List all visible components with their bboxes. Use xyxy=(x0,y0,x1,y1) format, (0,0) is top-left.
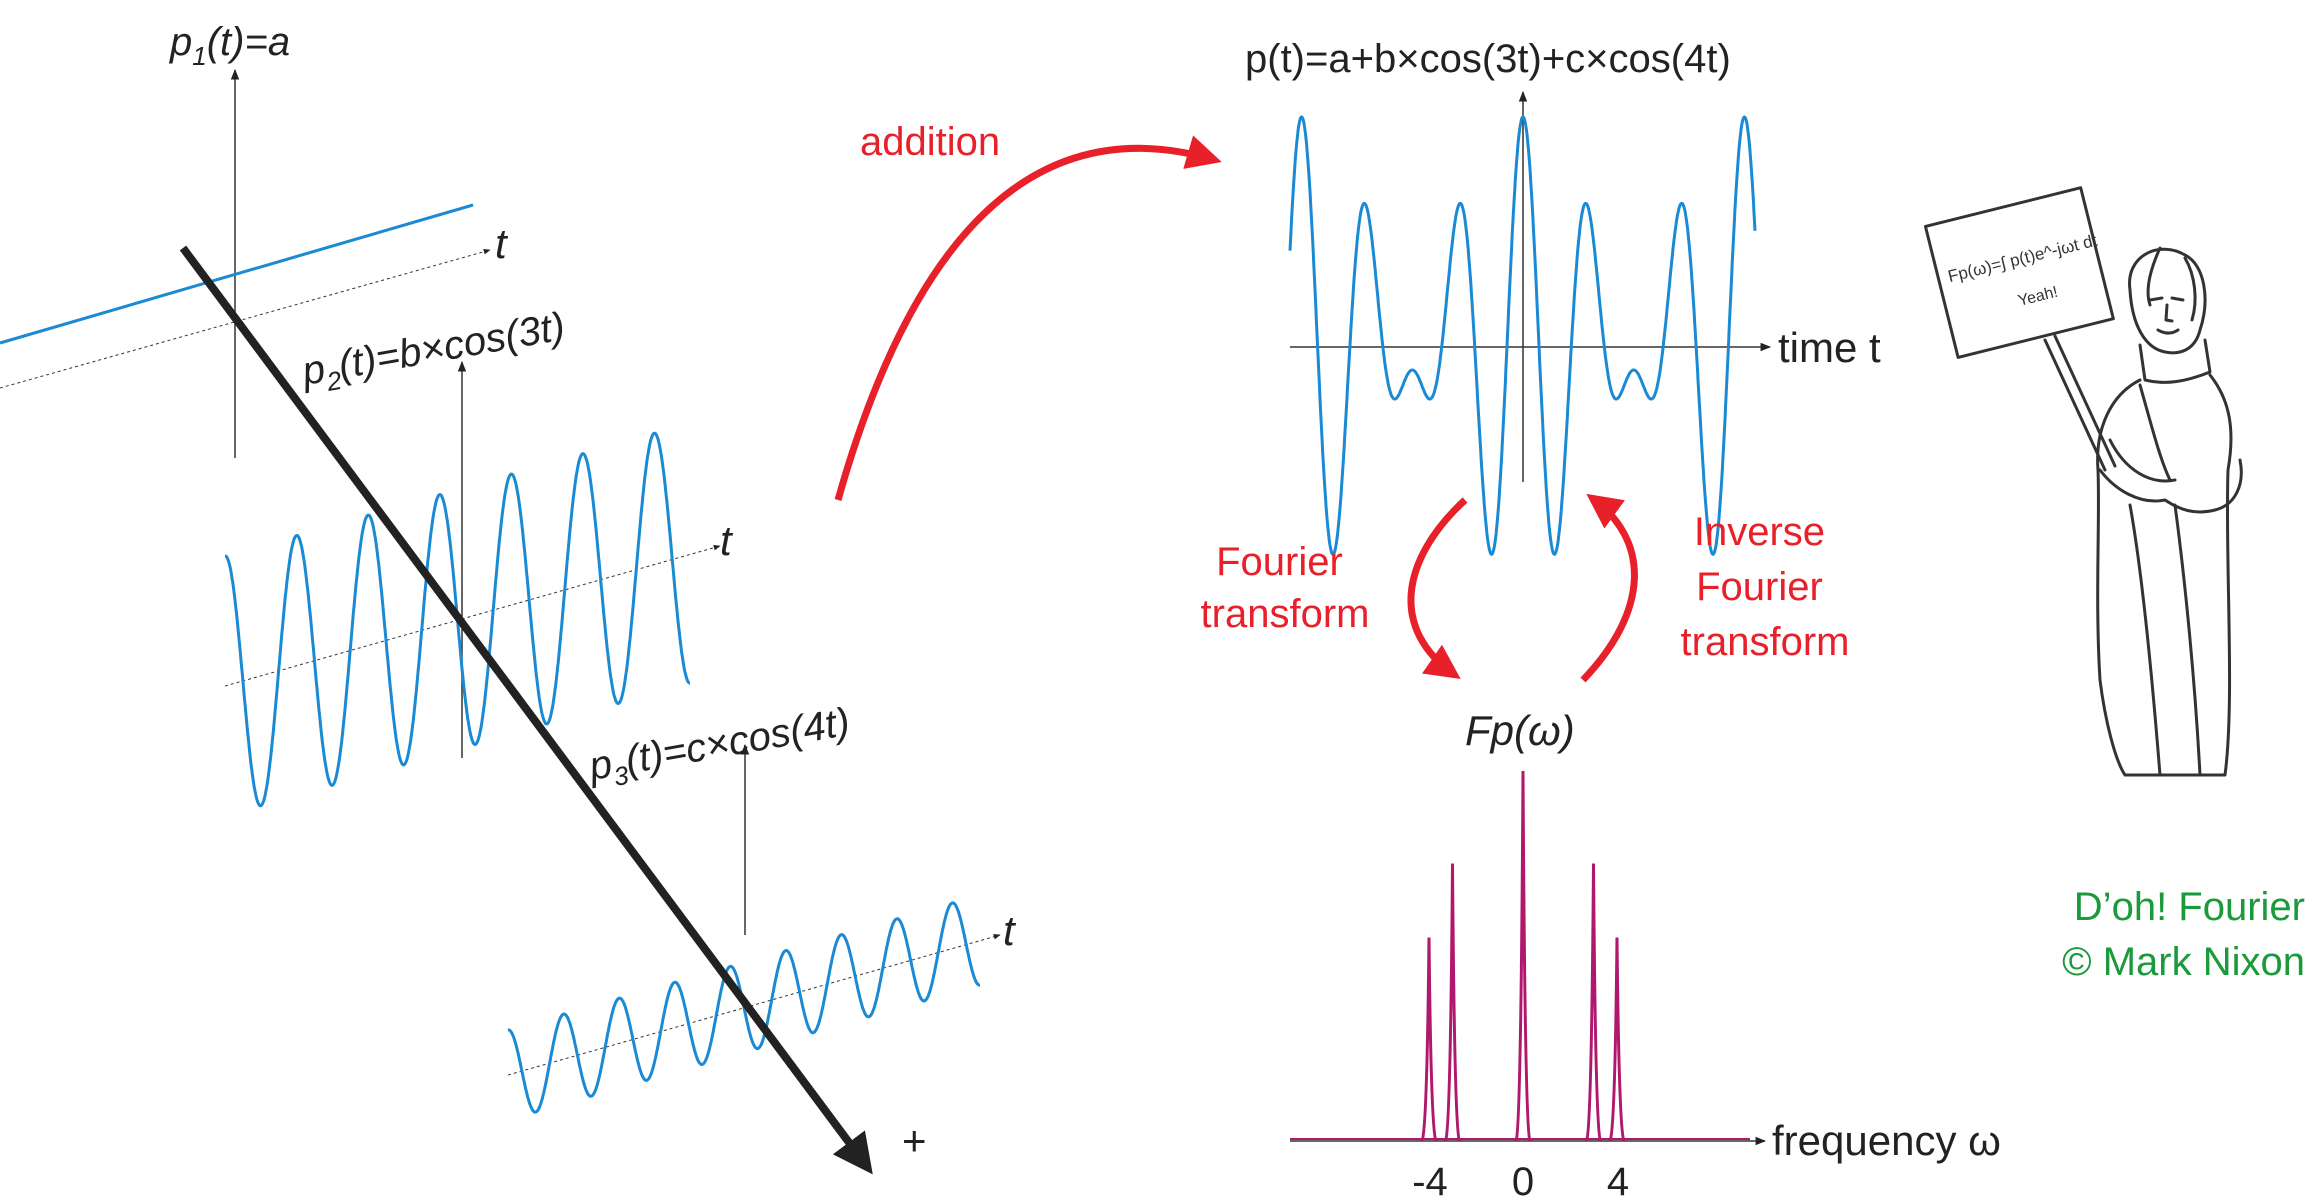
spectrum-plot xyxy=(1290,770,1750,1142)
p2-t-axis xyxy=(224,545,721,687)
spectrum-peak xyxy=(1608,937,1626,1142)
spectrum-peak xyxy=(1585,863,1602,1142)
p2-label: p2(t)=b×cos(3t) xyxy=(298,304,569,401)
tick-label-neg4: -4 xyxy=(1412,1160,1448,1196)
fourier-transform-label: Fourier transform xyxy=(1201,540,1370,636)
spectrum-peak xyxy=(1514,770,1532,1142)
frequency-axis-label: frequency ω xyxy=(1772,1117,2001,1164)
credit-line-2: © Mark Nixon xyxy=(2062,940,2305,984)
p1-constant-signal xyxy=(0,203,474,345)
p3-label: p3(t)=c×cos(4t) xyxy=(585,700,854,796)
inverse-fourier-transform-label: Inverse Fourier transform xyxy=(1681,510,1850,664)
summation-arrow xyxy=(179,245,873,1175)
addition-arrow xyxy=(834,135,1222,501)
sum-title: p(t)=a+b×cos(3t)+c×cos(4t) xyxy=(1245,37,1731,81)
p1-label: p1(t)=a xyxy=(169,20,290,71)
p2-t-label: t xyxy=(720,517,734,564)
p1-t-label: t xyxy=(495,220,509,267)
fourier-transform-arrow xyxy=(1407,497,1468,679)
time-axis-label: time t xyxy=(1778,324,1881,371)
p1-t-axis xyxy=(0,249,491,389)
inverse-fourier-transform-arrow xyxy=(1580,493,1638,683)
p3-t-label: t xyxy=(1003,907,1017,954)
p3-t-axis xyxy=(507,934,1001,1076)
credit-line-1: D’oh! Fourier xyxy=(2074,885,2305,929)
plus-sign: + xyxy=(902,1117,927,1164)
tick-label-4: 4 xyxy=(1607,1160,1629,1196)
addition-label: addition xyxy=(860,120,1000,164)
fourier-cartoon-icon: Fp(ω)=∫ p(t)e^-jωt dt Yeah! xyxy=(1923,186,2243,777)
spectrum-title: Fp(ω) xyxy=(1465,707,1575,754)
spectrum-peak xyxy=(1444,863,1461,1142)
tick-label-0: 0 xyxy=(1512,1160,1534,1196)
sum-signal xyxy=(1288,115,1757,556)
spectrum-peak xyxy=(1420,937,1438,1142)
